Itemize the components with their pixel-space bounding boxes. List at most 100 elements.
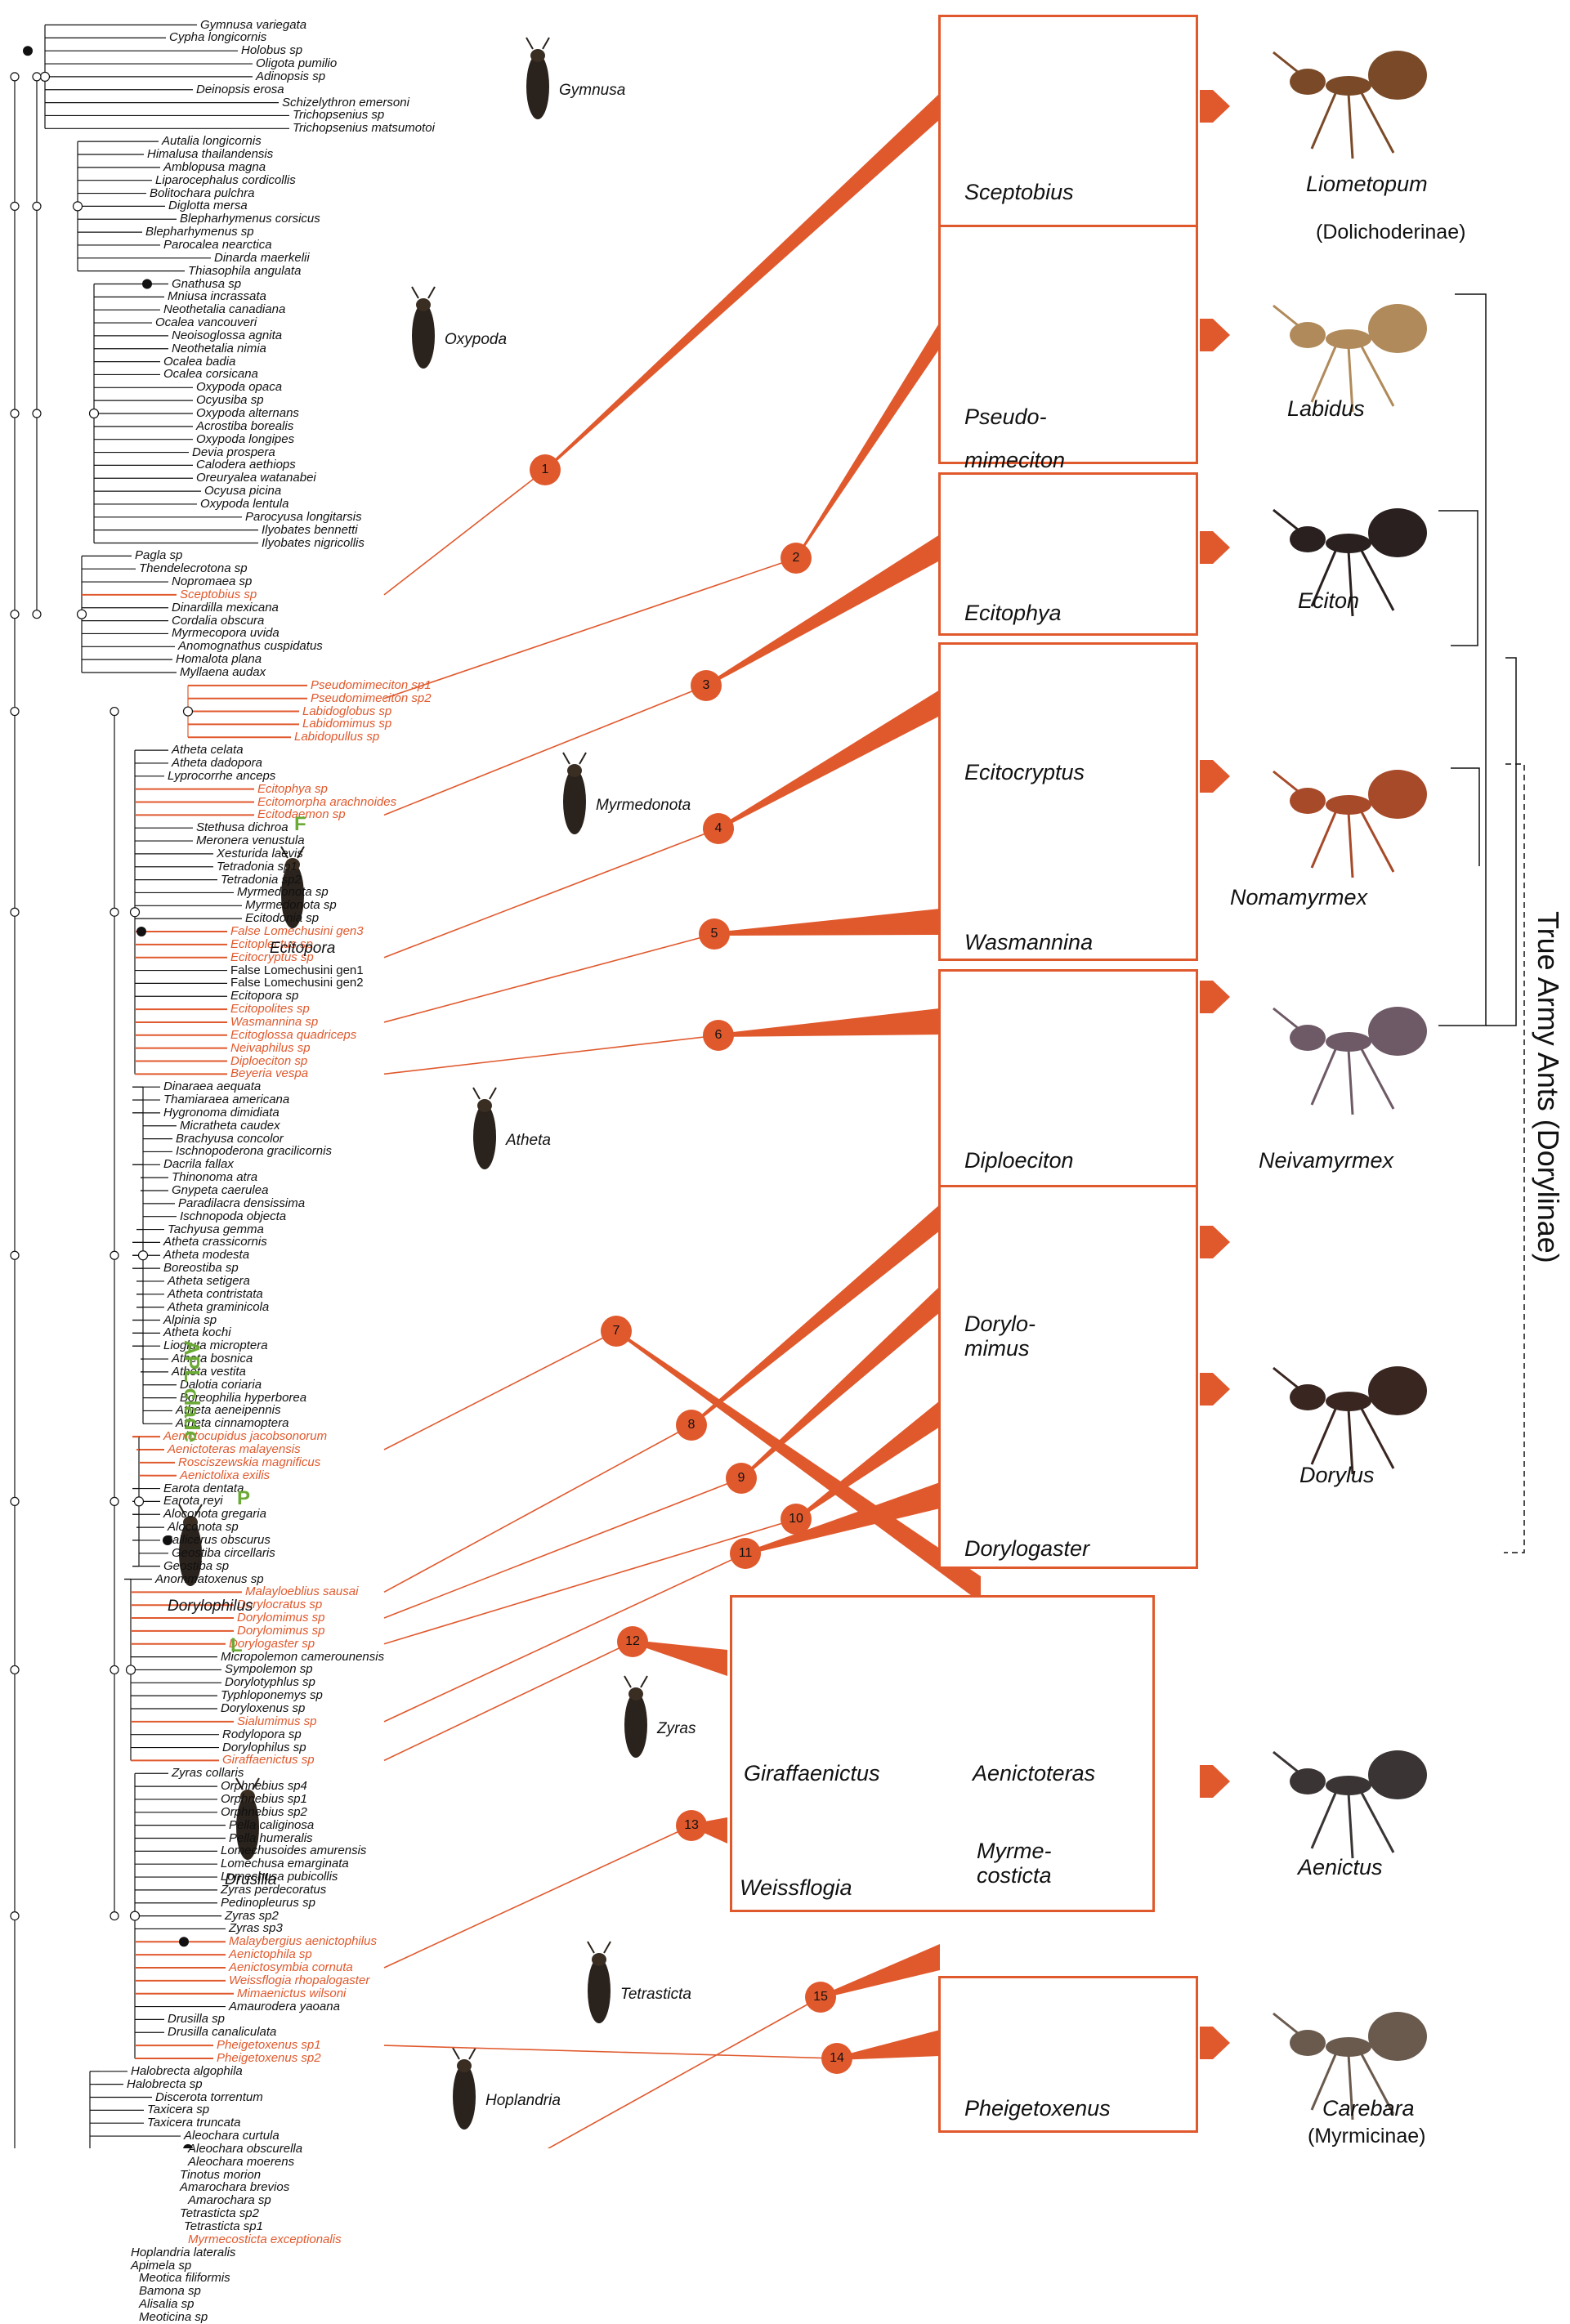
ant-specimen [1273,51,1427,159]
connector-line [547,1996,821,2148]
clade-label-f: F [294,813,306,835]
node [129,907,141,918]
taxon-label: Ocyusiba sp [196,393,264,408]
taxon-label: False Lomechusini gen3 [230,924,364,938]
connector-line [383,1477,742,1619]
taxon-label: Atheta crassicornis [163,1235,267,1249]
taxon-label: Apimela sp [131,2258,192,2273]
mimic-genus-label: Wasmannina [964,930,1094,954]
taxon-label: Zyras collaris [172,1766,244,1781]
beetle-oxypoda [411,286,436,369]
taxon-label: Labidopullus sp [294,730,380,744]
taxon-label: Taxicera truncata [147,2116,241,2130]
taxon-label: Mimaenictus wilsoni [237,1986,347,2000]
mimic-panel [938,642,1198,961]
taxon-label: Geostiba circellaris [172,1545,275,1560]
internal-branches [10,24,280,2148]
taxon-label: Diglotta mersa [168,199,248,213]
mimicry-badge-10: 10 [781,1504,812,1535]
taxon-label: Pseudomimeciton sp2 [311,690,432,705]
taxon-label: Myrmedonota sp [245,898,337,913]
beetle-label: Gymnusa [559,82,626,99]
connector-line [383,469,546,596]
node [110,1496,119,1507]
taxon-label: Meoticina sp [139,2309,208,2324]
taxon-label: Tetrasticta sp2 [180,2206,259,2221]
taxon-label: Pheigetoxenus sp2 [217,2050,321,2065]
mimic-panel [938,1976,1198,2133]
arrow [1200,319,1230,351]
taxon-label: Sialumimus sp [237,1714,317,1728]
beetle-zyras [624,1675,648,1758]
ant-specimen [1273,1750,1427,1859]
taxon-label: Pseudomimeciton sp1 [311,677,432,692]
connector-wedge [821,1944,940,1999]
taxon-label: Diploeciton sp [230,1053,308,1068]
taxon-label: Tetradonia sp2 [221,872,302,887]
mimic-genus-label: mimeciton [964,448,1066,472]
taxon-label: Dacrila fallax [163,1157,234,1172]
taxon-label: Gnathusa sp [172,276,242,291]
taxon-label: Aloconota sp [168,1520,239,1535]
connector-line [383,933,715,1023]
taxon-label: Lomechusa pubicollis [221,1870,338,1884]
connector-line [383,1035,719,1075]
beetle-label: Drusilla [225,1871,277,1888]
taxon-label: Dorylotyphlus sp [225,1675,315,1690]
ant-specimen [1273,770,1427,878]
taxon-label: Atheta bosnica [172,1352,253,1366]
taxon-label: Aleochara moerens [188,2154,295,2169]
taxon-label: Blepharhymenus sp [145,225,254,239]
taxon-label: Pagla sp [135,548,183,563]
taxon-label: Atheta aeneipennis [176,1403,281,1418]
taxon-label: Malayloeblius sausai [245,1584,359,1599]
taxon-label: Zyras sp2 [225,1908,279,1923]
taxon-label: Micratheta caudex [180,1118,280,1133]
connector-wedge [796,1401,940,1521]
node [32,201,42,211]
node [179,1937,189,1947]
mimic-genus-label: Ecitophya [964,601,1062,625]
node [32,409,42,418]
taxon-label: Sympolemon sp [225,1662,313,1677]
beetle-drusilla [235,1777,260,1860]
connector-wedge [718,690,940,830]
node [182,706,194,717]
taxon-label: Mniusa incrassata [168,289,266,304]
node [142,279,152,289]
taxon-label: Aenictoteras malayensis [168,1442,301,1456]
taxon-label: Neivaphilus sp [230,1040,311,1055]
taxon-label: Malaybergius aenictophilus [229,1934,377,1949]
taxon-label: Acrostiba borealis [196,418,294,433]
ant-genus-label: Carebara [1322,2096,1415,2121]
taxon-label: Discerota torrentum [155,2089,263,2104]
taxon-label: Thamiaraea americana [163,1093,290,1107]
taxon-label: Boreostiba sp [163,1261,239,1276]
taxon-label: Tachyusa gemma [168,1222,264,1236]
taxon-label: Hoplandria lateralis [131,2245,236,2259]
mimicry-badge-11: 11 [730,1538,761,1569]
node [10,610,20,619]
arrow [1200,531,1230,564]
taxon-label: Dalotia coriaria [180,1377,262,1392]
node [136,927,146,936]
taxon-label: Neothetalia canadiana [163,302,286,317]
beetle-label: Atheta [506,1132,551,1149]
taxon-label: Liogluta microptera [163,1339,268,1353]
taxon-label: Oxypoda longipes [196,431,295,446]
army-ant-title: True Army Ants (Dorylinae) [1532,911,1565,1263]
taxon-label: Orphnebius sp2 [221,1804,307,1819]
ant-specimen [1273,2012,1427,2121]
taxon-label: Bolitochara pulchra [150,185,255,200]
node [137,1250,149,1261]
taxon-label: Calodera aethiops [196,458,296,472]
connector-wedge [616,1330,981,1602]
node [183,2143,193,2148]
connector-wedge [714,909,940,936]
node [10,201,20,211]
node [163,1535,172,1545]
node [10,706,20,717]
taxon-label: Earota reyi [163,1494,223,1508]
ant-genus-label: Neivamyrmex [1259,1148,1394,1173]
taxon-label: Atheta vestita [172,1364,246,1379]
